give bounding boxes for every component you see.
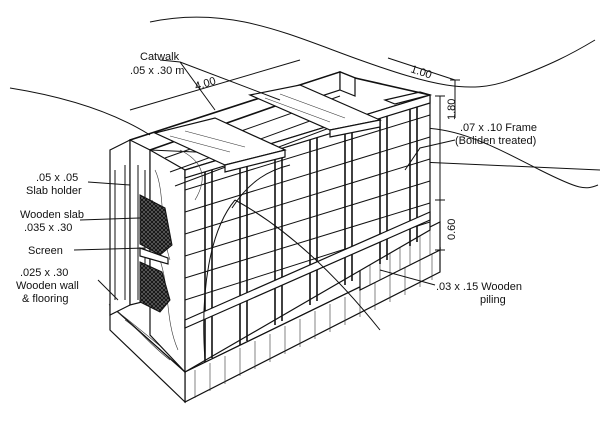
screen-panels bbox=[139, 194, 173, 313]
slab-holder-label: Slab holder bbox=[26, 185, 82, 197]
catwalk-planks bbox=[153, 84, 382, 173]
flooring-label: & flooring bbox=[22, 293, 68, 305]
catwalk-size-label: .05 x .30 m bbox=[130, 65, 184, 77]
screen-label: Screen bbox=[28, 245, 63, 257]
frame-label: .07 x .10 Frame bbox=[460, 122, 537, 134]
leader-lines bbox=[73, 57, 460, 301]
slab-holder-size-label: .05 x .05 bbox=[36, 172, 78, 184]
wall-size-label: .025 x .30 bbox=[20, 267, 68, 279]
callout-labels: Catwalk .05 x .30 m .07 x .10 Frame (Bol… bbox=[16, 51, 537, 306]
upper-height-dimension: 1.80 bbox=[446, 99, 458, 120]
frame-treatment-label: (Boliden treated) bbox=[455, 135, 536, 147]
piling-label: piling bbox=[480, 294, 506, 306]
piling-size-label: .03 x .15 Wooden bbox=[436, 281, 522, 293]
wall-label: Wooden wall bbox=[16, 280, 79, 292]
width-dimension: 1.00 bbox=[409, 63, 433, 81]
wooden-slab-label: Wooden slab bbox=[20, 209, 84, 221]
length-dimension: 4.00 bbox=[193, 75, 217, 93]
lower-height-dimension: 0.60 bbox=[446, 219, 458, 240]
water-curves bbox=[203, 164, 381, 361]
wooden-slab-size-label: .035 x .30 bbox=[24, 222, 72, 234]
catwalk-label: Catwalk bbox=[140, 51, 180, 63]
